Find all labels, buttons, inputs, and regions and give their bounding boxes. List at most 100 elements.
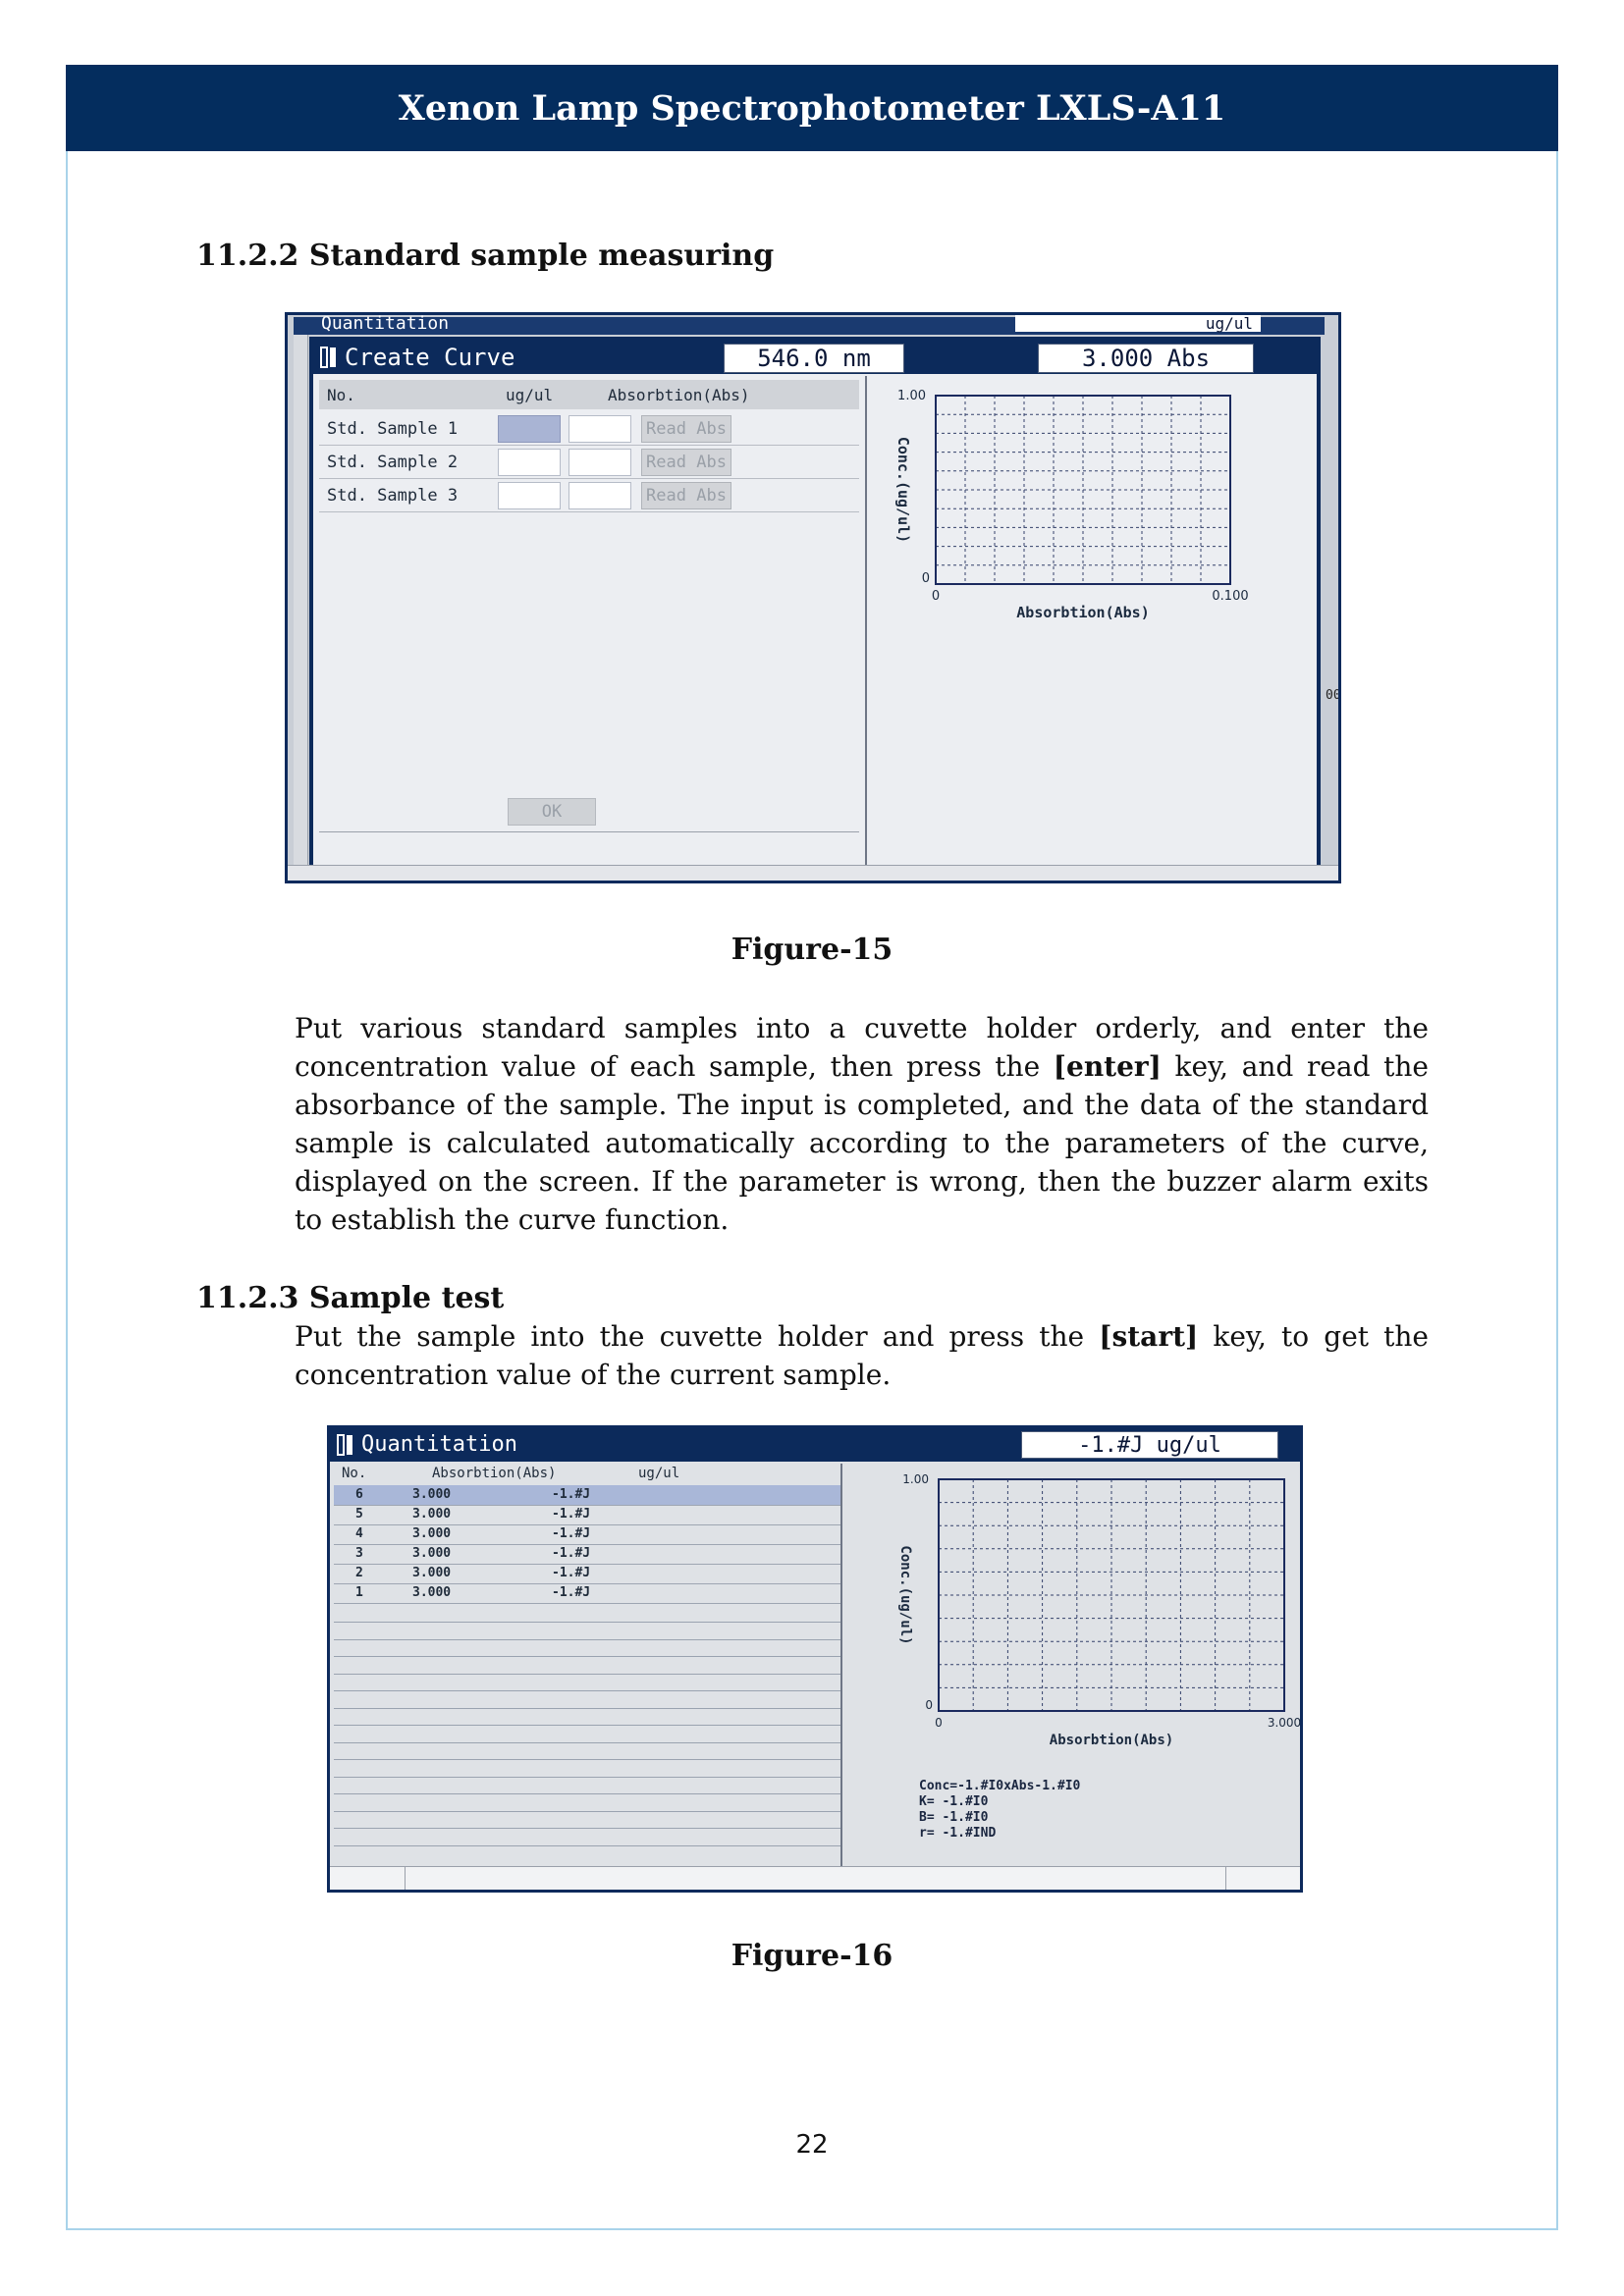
- y-tick-top: 1.00: [897, 389, 926, 403]
- cuvette-icon: [319, 347, 339, 368]
- table-row[interactable]: 4 3.000 -1.#J: [334, 1524, 840, 1545]
- x-tick-zero: 0: [935, 1716, 943, 1730]
- figure-15-screenshot: Quantitation ug/ul 00 Create Curve 546.0…: [285, 312, 1341, 883]
- std-table-header: No. ug/ul Absorbtion(Abs): [319, 380, 859, 409]
- read-abs-button-1[interactable]: Read Abs: [641, 415, 731, 443]
- table-row-separator: [334, 1690, 840, 1691]
- section-heading-sample-test: 11.2.3 Sample test: [196, 1281, 505, 1315]
- conc-input-3[interactable]: [498, 482, 561, 509]
- key-name: [enter]: [1053, 1050, 1162, 1083]
- row-no: 4: [355, 1526, 363, 1541]
- table-row-separator: [334, 1828, 840, 1829]
- row-no: 2: [355, 1566, 363, 1580]
- table-row-separator: [334, 1776, 840, 1778]
- quantitation-titlebar: Quantitation -1.#J ug/ul: [330, 1428, 1300, 1462]
- key-name: [start]: [1099, 1320, 1199, 1353]
- row-conc: -1.#J: [552, 1585, 591, 1600]
- row-conc: -1.#J: [552, 1546, 591, 1561]
- row-abs: 3.000: [412, 1487, 452, 1502]
- table-row[interactable]: 1 3.000 -1.#J: [334, 1583, 840, 1604]
- quantitation-curve-chart: 1.00 0 0 3.000 Absorbtion(Abs) Conc.(ug/…: [897, 1472, 1300, 1748]
- y-tick-top: 1.00: [902, 1472, 929, 1486]
- read-abs-button-3[interactable]: Read Abs: [641, 482, 731, 509]
- table-row-separator: [334, 1707, 840, 1709]
- paragraph-text: Put the sample into the cuvette holder a…: [295, 1320, 1100, 1353]
- concentration-readout: -1.#J ug/ul: [1021, 1431, 1278, 1459]
- col-header-conc: ug/ul: [638, 1466, 680, 1481]
- conc-input-1[interactable]: [498, 415, 561, 443]
- figure-16-caption: Figure-16: [731, 1939, 893, 1973]
- create-curve-title: Create Curve: [345, 344, 515, 371]
- abs-field-3: [568, 482, 631, 509]
- row-abs: 3.000: [412, 1585, 452, 1600]
- read-abs-button-2[interactable]: Read Abs: [641, 449, 731, 476]
- std-sample-label: Std. Sample 1: [327, 419, 459, 439]
- table-row-separator: [334, 1673, 840, 1675]
- footer-divider: [319, 831, 859, 832]
- chart-plot-frame: [935, 395, 1231, 585]
- table-row-separator: [334, 1656, 840, 1657]
- y-axis-label: Conc.(ug/ul): [897, 1545, 913, 1644]
- page-header-title: Xenon Lamp Spectrophotometer LXLS-A11: [398, 87, 1226, 129]
- col-header-abs: Absorbtion(Abs): [432, 1466, 557, 1481]
- row-abs: 3.000: [412, 1566, 452, 1580]
- table-row-separator: [334, 1793, 840, 1794]
- panel-divider: [840, 1464, 842, 1866]
- y-axis-label: Conc.(ug/ul): [894, 437, 912, 543]
- background-window-side-text: 00: [1326, 688, 1341, 703]
- row-conc: -1.#J: [552, 1566, 591, 1580]
- row-conc: -1.#J: [552, 1487, 591, 1502]
- row-conc: -1.#J: [552, 1526, 591, 1541]
- paragraph-text: key, to get the concentration value of t…: [295, 1320, 1429, 1391]
- page-header: Xenon Lamp Spectrophotometer LXLS-A11: [66, 65, 1558, 151]
- col-header-no: No.: [327, 386, 355, 404]
- regression-equation: Conc=-1.#I0xAbs-1.#I0: [919, 1779, 1081, 1793]
- create-curve-titlebar: Create Curve 546.0 nm 3.000 Abs: [313, 341, 1317, 374]
- table-row-separator: [334, 1638, 840, 1640]
- abs-field-1: [568, 415, 631, 443]
- absorbance-display: 3.000 Abs: [1038, 344, 1254, 373]
- panel-divider: [865, 376, 867, 875]
- quantitation-title: Quantitation: [361, 1432, 517, 1457]
- table-row-separator: [334, 1725, 840, 1726]
- x-tick-max: 3.000: [1268, 1716, 1300, 1730]
- result-table-header: No. Absorbtion(Abs) ug/ul: [334, 1464, 840, 1483]
- wavelength-display: 546.0 nm: [724, 344, 904, 373]
- regression-k: K= -1.#I0: [919, 1794, 989, 1809]
- table-row-separator: [334, 1741, 840, 1743]
- regression-b: B= -1.#I0: [919, 1810, 989, 1825]
- chart-grid: [939, 1479, 1284, 1711]
- x-tick-max: 0.100: [1212, 589, 1248, 604]
- col-header-no: No.: [342, 1466, 367, 1481]
- x-axis-label: Absorbtion(Abs): [1050, 1733, 1173, 1748]
- cuvette-icon: [336, 1434, 355, 1456]
- calibration-curve-chart: 1.00 0 0 0.100 Absorbtion(Abs) Conc.(ug/…: [894, 389, 1249, 621]
- y-tick-zero: 0: [922, 571, 930, 586]
- table-row-separator: [334, 1844, 840, 1846]
- col-header-abs: Absorbtion(Abs): [608, 386, 750, 404]
- page-number: 22: [795, 2130, 829, 2160]
- row-no: 1: [355, 1585, 363, 1600]
- row-conc: -1.#J: [552, 1507, 591, 1522]
- background-window-title: Quantitation: [321, 313, 450, 334]
- conc-input-2[interactable]: [498, 449, 561, 476]
- chart-plot-frame: [938, 1478, 1285, 1712]
- row-abs: 3.000: [412, 1526, 452, 1541]
- chart-grid: [936, 396, 1230, 584]
- paragraph-standard-sample: Put various standard samples into a cuve…: [295, 1009, 1429, 1239]
- table-row[interactable]: 2 3.000 -1.#J: [334, 1564, 840, 1584]
- figure-15-caption: Figure-15: [731, 933, 893, 967]
- std-sample-label: Std. Sample 3: [327, 486, 459, 506]
- std-sample-label: Std. Sample 2: [327, 453, 459, 472]
- row-abs: 3.000: [412, 1546, 452, 1561]
- background-window-titlebar: Quantitation ug/ul: [294, 315, 1325, 335]
- ok-button[interactable]: OK: [508, 798, 596, 826]
- table-row-separator: [334, 1622, 840, 1623]
- background-window-left-strip: [294, 335, 308, 881]
- abs-field-2: [568, 449, 631, 476]
- col-header-conc: ug/ul: [506, 386, 554, 404]
- table-row-separator: [334, 1759, 840, 1760]
